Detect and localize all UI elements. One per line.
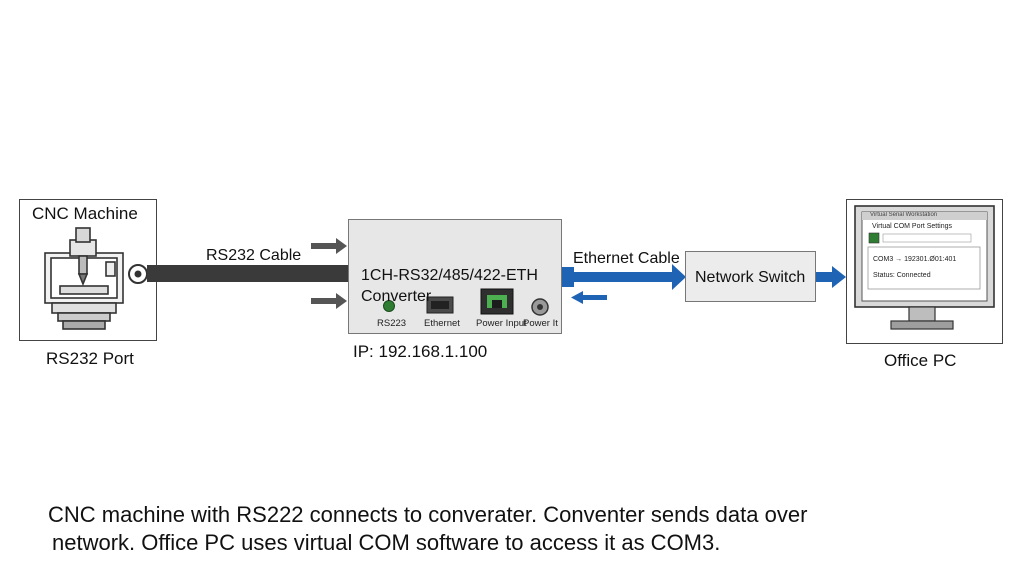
converter-port-rs232: RS223 <box>377 318 407 329</box>
converter-ip-label: IP: 192.168.1.100 <box>353 342 488 361</box>
ethernet-cable-label: Ethernet Cable <box>573 250 680 267</box>
window-title: Virtual Serial Workstation <box>870 212 938 218</box>
rs232-port-label: RS232 Port <box>46 349 134 368</box>
data-arrow-upper <box>311 238 347 254</box>
cnc-machine-icon-top <box>44 227 124 330</box>
rs232-led-top <box>383 300 395 312</box>
converter-box <box>348 219 562 334</box>
power-jack-center-top <box>537 304 543 310</box>
ethernet-plug <box>562 267 574 287</box>
ethernet-arrow-head <box>672 264 686 290</box>
rs232-port-pin-top <box>134 270 142 278</box>
converter-port-power-input: Power Input <box>476 318 527 329</box>
return-arrow <box>571 291 607 304</box>
converter-name: 1CH-RS32/485/422-ETH Converter <box>361 267 538 305</box>
switch-pc-cable <box>816 272 834 282</box>
ethernet-port-inner-top <box>431 301 449 309</box>
connection-status: Status: Connected <box>873 272 931 279</box>
network-switch-label: Network Switch <box>695 269 806 286</box>
rs232-cable-stub <box>147 265 157 282</box>
data-arrow-lower <box>311 293 347 309</box>
monitor-icon-top <box>854 205 995 330</box>
cnc-machine-title: CNC Machine <box>32 204 138 223</box>
window-heading: Virtual COM Port Settings <box>872 223 953 230</box>
caption-line-2: network. Office PC uses virtual COM soft… <box>52 530 721 555</box>
rj45-jack-pins-top <box>492 300 502 308</box>
network-switch-box <box>685 251 816 302</box>
com-mapping: COM3 → 192301.Ø01:401 <box>873 256 957 263</box>
ethernet-cable <box>574 272 674 282</box>
converter-port-ethernet: Ethernet <box>424 318 460 329</box>
converter-port-power-it: Power It <box>523 318 558 329</box>
caption-line-1: CNC machine with RS222 connects to conve… <box>48 502 808 527</box>
switch-pc-arrow-head <box>832 266 846 288</box>
rs232-cable-label: RS232 Cable <box>206 247 302 264</box>
office-pc-label: Office PC <box>884 351 957 370</box>
rs232-cable <box>157 265 348 282</box>
